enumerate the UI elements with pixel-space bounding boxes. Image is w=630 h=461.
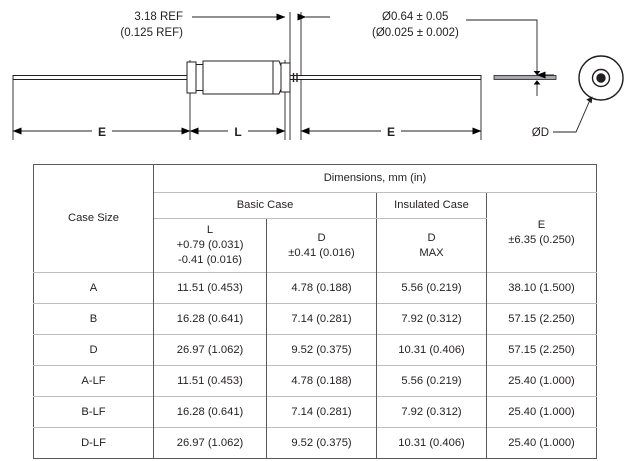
header-basic-L-tol-plus: +0.79 (0.031) <box>176 239 244 252</box>
cell-e: 57.15 (2.250) <box>486 334 597 366</box>
cell-case-size: A-LF <box>33 365 154 397</box>
cell-insulated-d: 7.92 (0.312) <box>376 396 487 428</box>
table-row: B-LF 16.28 (0.641) 7.14 (0.281) 7.92 (0.… <box>33 396 597 428</box>
table-header-row-dimensions: Case Size Dimensions, mm (in) <box>33 164 597 273</box>
dimension-label-E-left: E <box>98 125 106 139</box>
header-insulated-case: Insulated Case <box>376 192 487 219</box>
dimensions-table: Case Size Dimensions, mm (in) Basic Case… <box>33 164 598 459</box>
cell-basic-l: 16.28 (0.641) <box>153 303 267 335</box>
header-basic-case: Basic Case <box>153 192 377 219</box>
header-insulated-D: D MAX <box>376 218 487 273</box>
table-row: D-LF 26.97 (1.062) 9.52 (0.375) 10.31 (0… <box>33 427 597 459</box>
table-row: A 11.51 (0.453) 4.78 (0.188) 5.56 (0.219… <box>33 272 597 304</box>
cell-e: 57.15 (2.250) <box>486 303 597 335</box>
lead-diameter-line2: (Ø0.025 ± 0.002) <box>372 27 459 39</box>
header-insulated-D-symbol: D <box>427 231 436 244</box>
table-header-row-symbols: L +0.79 (0.031) -0.41 (0.016) D ±0.41 (0… <box>34 218 597 273</box>
cell-case-size: A <box>33 272 154 304</box>
cross-section-end-view <box>578 55 624 101</box>
cell-basic-d: 9.52 (0.375) <box>266 427 377 459</box>
dimension-label-E-right: E <box>387 125 395 139</box>
header-insulated-D-max: MAX <box>419 246 444 259</box>
cell-basic-d: 4.78 (0.188) <box>266 272 377 304</box>
header-basic-D-tolerance: ±0.41 (0.016) <box>288 246 355 259</box>
cell-basic-l: 26.97 (1.062) <box>153 427 267 459</box>
cell-basic-d: 4.78 (0.188) <box>266 365 377 397</box>
dimension-label-L: L <box>234 125 241 139</box>
diode-body <box>186 60 291 95</box>
cell-e: 25.40 (1.000) <box>486 365 597 397</box>
cell-insulated-d: 10.31 (0.406) <box>376 427 487 459</box>
header-basic-L-tol-minus: -0.41 (0.016) <box>177 253 243 266</box>
lead-thickness-detail <box>493 58 557 96</box>
component-outline-drawing: ØD 3.18 REF (0.125 REF) Ø0.64 ± 0.05 (Ø0… <box>0 0 630 155</box>
table-row: A-LF 11.51 (0.453) 4.78 (0.188) 5.56 (0.… <box>33 365 597 397</box>
header-basic-D: D ±0.41 (0.016) <box>266 218 377 273</box>
header-case-size: Case Size <box>33 164 154 273</box>
cell-basic-l: 26.97 (1.062) <box>153 334 267 366</box>
cell-basic-l: 16.28 (0.641) <box>153 396 267 428</box>
cell-case-size: B <box>33 303 154 335</box>
body-diameter-label: ØD <box>532 127 549 139</box>
header-basic-L: L +0.79 (0.031) -0.41 (0.016) <box>153 218 267 273</box>
header-E-tolerance: ±6.35 (0.250) <box>508 233 575 246</box>
cell-e: 25.40 (1.000) <box>486 396 597 428</box>
table-header-row-groups: Basic Case Insulated Case E ±6.35 (0.250… <box>34 192 597 273</box>
cell-basic-l: 11.51 (0.453) <box>153 365 267 397</box>
lead-diameter-leader <box>466 19 538 58</box>
cell-basic-d: 7.14 (0.281) <box>266 303 377 335</box>
cell-case-size: B-LF <box>33 396 154 428</box>
lead-diameter-line1: Ø0.64 ± 0.05 <box>382 11 448 23</box>
cell-basic-d: 9.52 (0.375) <box>266 334 377 366</box>
cell-case-size: D <box>33 334 154 366</box>
header-basic-L-symbol: L <box>206 224 214 237</box>
cell-insulated-d: 10.31 (0.406) <box>376 334 487 366</box>
right-lead-wire <box>289 73 482 82</box>
cell-insulated-d: 5.56 (0.219) <box>376 365 487 397</box>
cell-e: 25.40 (1.000) <box>486 427 597 459</box>
header-E: E ±6.35 (0.250) <box>485 192 597 273</box>
length-ref-line1: 3.18 REF <box>134 11 183 23</box>
left-lead-wire <box>12 75 191 80</box>
table-row: D 26.97 (1.062) 9.52 (0.375) 10.31 (0.40… <box>33 334 597 366</box>
cell-insulated-d: 7.92 (0.312) <box>376 303 487 335</box>
cell-basic-d: 7.14 (0.281) <box>266 396 377 428</box>
header-basic-D-symbol: D <box>317 231 326 244</box>
body-diameter-leader <box>553 96 593 133</box>
cell-basic-l: 11.51 (0.453) <box>153 272 267 304</box>
table-row: B 16.28 (0.641) 7.14 (0.281) 7.92 (0.312… <box>33 303 597 335</box>
length-ref-line2: (0.125 REF) <box>120 27 183 39</box>
header-E-symbol: E <box>537 218 546 231</box>
cell-case-size: D-LF <box>33 427 154 459</box>
cell-e: 38.10 (1.500) <box>486 272 597 304</box>
header-dimensions: Dimensions, mm (in) <box>153 164 597 193</box>
cell-insulated-d: 5.56 (0.219) <box>376 272 487 304</box>
